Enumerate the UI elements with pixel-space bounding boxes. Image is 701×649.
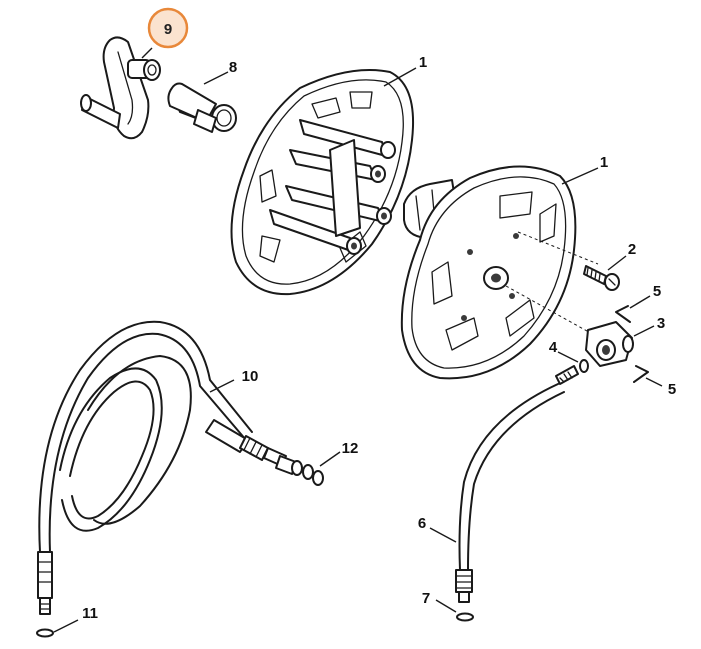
assembly-line-screw: [517, 231, 599, 265]
callout-9-highlight[interactable]: 9: [147, 7, 189, 49]
callout-5-lower[interactable]: 5: [668, 381, 676, 398]
callout-9[interactable]: 9: [164, 21, 172, 38]
callout-1-right-flange[interactable]: 1: [600, 154, 608, 171]
part-12-o-rings[interactable]: [302, 464, 324, 486]
callout-11[interactable]: 11: [82, 605, 98, 622]
callout-1-left-flange[interactable]: 1: [419, 54, 427, 71]
callout-7[interactable]: 7: [422, 590, 430, 607]
part-2-screw[interactable]: [583, 265, 620, 291]
callout-4[interactable]: 4: [549, 339, 558, 356]
part-7-o-ring[interactable]: [456, 612, 474, 622]
highlight-circle: [147, 7, 189, 49]
callout-8[interactable]: 8: [229, 59, 237, 76]
part-6-connecting-hose[interactable]: [455, 365, 579, 603]
callout-10[interactable]: 10: [242, 368, 259, 385]
part-9-handle-clip[interactable]: [80, 36, 161, 140]
assembly-line-swivel: [505, 285, 597, 337]
part-1-reel-flange-right[interactable]: [400, 165, 577, 380]
part-5-clip-lower[interactable]: [633, 365, 649, 383]
part-10-coiled-hose[interactable]: [37, 320, 303, 615]
callout-12[interactable]: 12: [342, 440, 359, 457]
part-5-clip-upper[interactable]: [615, 305, 631, 323]
callout-3[interactable]: 3: [657, 315, 665, 332]
part-11-o-ring[interactable]: [36, 628, 54, 638]
part-4-o-ring[interactable]: [579, 359, 589, 373]
callout-leader-lines: [53, 47, 663, 633]
part-1-reel-flange-left[interactable]: [230, 69, 414, 296]
callout-5-upper[interactable]: 5: [653, 283, 661, 300]
callout-6[interactable]: 6: [418, 515, 426, 532]
callout-2[interactable]: 2: [628, 241, 636, 258]
part-8-sleeve[interactable]: [167, 82, 237, 133]
part-3-swivel-fitting[interactable]: [585, 321, 634, 367]
